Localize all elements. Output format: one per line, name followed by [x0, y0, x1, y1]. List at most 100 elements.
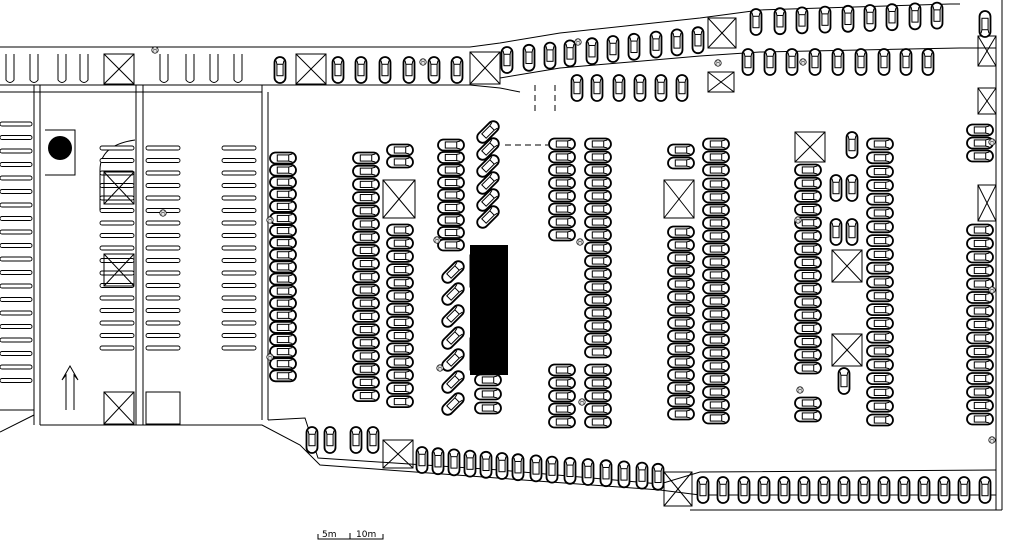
car-icon: [794, 335, 822, 349]
car-icon: [794, 229, 822, 243]
car-icon: [529, 454, 543, 483]
car-icon: [584, 176, 612, 190]
empty-stall-line: [145, 308, 181, 313]
car-icon: [584, 319, 612, 333]
car-icon: [349, 426, 363, 454]
x-box-column-icon: [295, 53, 327, 85]
car-icon: [667, 355, 695, 369]
car-icon: [269, 369, 297, 383]
car-icon: [269, 212, 297, 225]
car-icon: [548, 150, 576, 164]
car-icon: [352, 362, 380, 376]
car-icon: [702, 385, 730, 399]
car-icon: [702, 359, 730, 373]
car-icon: [866, 344, 894, 358]
car-icon: [866, 234, 894, 248]
car-icon: [386, 315, 414, 329]
car-icon: [702, 190, 730, 204]
car-icon: [437, 151, 465, 164]
car-icon: [794, 269, 822, 283]
empty-stall-line: [221, 145, 257, 151]
car-icon: [837, 476, 851, 504]
empty-stall-line: [221, 270, 257, 276]
car-icon: [269, 296, 297, 310]
empty-stall-line: [99, 233, 135, 238]
car-icon: [667, 264, 695, 278]
car-icon: [548, 376, 576, 390]
svg-text:H: H: [796, 218, 800, 224]
car-icon: [716, 476, 730, 504]
car-icon: [654, 74, 668, 102]
hydrant-icon: H: [151, 46, 159, 54]
car-icon: [866, 275, 894, 289]
hydrant-icon: H: [988, 436, 996, 444]
car-icon: [269, 333, 297, 346]
car-icon: [829, 218, 843, 246]
car-icon: [649, 30, 663, 59]
car-icon: [866, 165, 894, 179]
empty-stall-line: [145, 233, 181, 238]
car-icon: [794, 189, 822, 203]
car-icon: [696, 476, 710, 504]
car-icon: [817, 476, 831, 504]
car-icon: [794, 203, 822, 217]
car-icon: [269, 151, 297, 165]
empty-stall-line: [145, 170, 181, 176]
car-icon: [548, 215, 576, 229]
car-icon: [866, 372, 894, 386]
car-icon: [437, 176, 465, 189]
x-box-column-icon: [469, 337, 501, 371]
svg-text:H: H: [153, 48, 157, 54]
x-box-column-icon: [794, 131, 826, 163]
car-icon: [794, 321, 822, 335]
car-icon: [841, 4, 855, 33]
car-icon: [584, 363, 612, 377]
car-icon: [741, 48, 755, 76]
car-icon: [584, 402, 612, 416]
car-icon: [269, 357, 297, 371]
empty-stall-line: [221, 195, 257, 201]
car-icon: [702, 346, 730, 360]
car-icon: [269, 236, 297, 250]
car-icon: [273, 56, 287, 84]
car-icon: [866, 220, 894, 234]
car-icon: [447, 448, 461, 477]
car-icon: [305, 426, 319, 454]
car-icon: [450, 56, 464, 84]
x-box-column-icon: [103, 171, 135, 205]
car-icon: [908, 2, 922, 31]
car-icon: [797, 476, 811, 504]
car-icon: [437, 163, 465, 177]
car-icon: [476, 205, 500, 229]
car-icon: [667, 394, 695, 408]
svg-text:H: H: [990, 140, 994, 146]
car-icon: [702, 229, 730, 243]
car-icon: [495, 452, 509, 480]
empty-stall-line: [0, 189, 33, 194]
car-icon: [548, 389, 576, 403]
car-icon: [978, 10, 992, 38]
car-icon: [584, 241, 612, 255]
svg-text:H: H: [268, 218, 272, 224]
empty-stall-line: [0, 351, 33, 356]
car-icon: [463, 449, 477, 478]
empty-stall-line: [221, 245, 257, 251]
car-icon: [500, 46, 514, 74]
car-icon: [794, 255, 822, 269]
x-box-column-icon: [382, 179, 416, 219]
car-icon: [667, 225, 695, 239]
car-icon: [794, 409, 822, 423]
empty-stall-line: [145, 295, 181, 301]
x-box-column-icon: [707, 17, 737, 49]
car-icon: [794, 242, 822, 256]
empty-stall-line: [145, 258, 181, 263]
empty-stall-line: [0, 148, 33, 154]
car-icon: [921, 48, 935, 76]
empty-stall-line: [0, 229, 33, 235]
car-icon: [584, 332, 612, 346]
car-icon: [437, 213, 465, 227]
car-icon: [667, 156, 695, 170]
empty-stall-line: [0, 243, 33, 248]
car-icon: [635, 461, 649, 490]
car-icon: [930, 1, 944, 30]
